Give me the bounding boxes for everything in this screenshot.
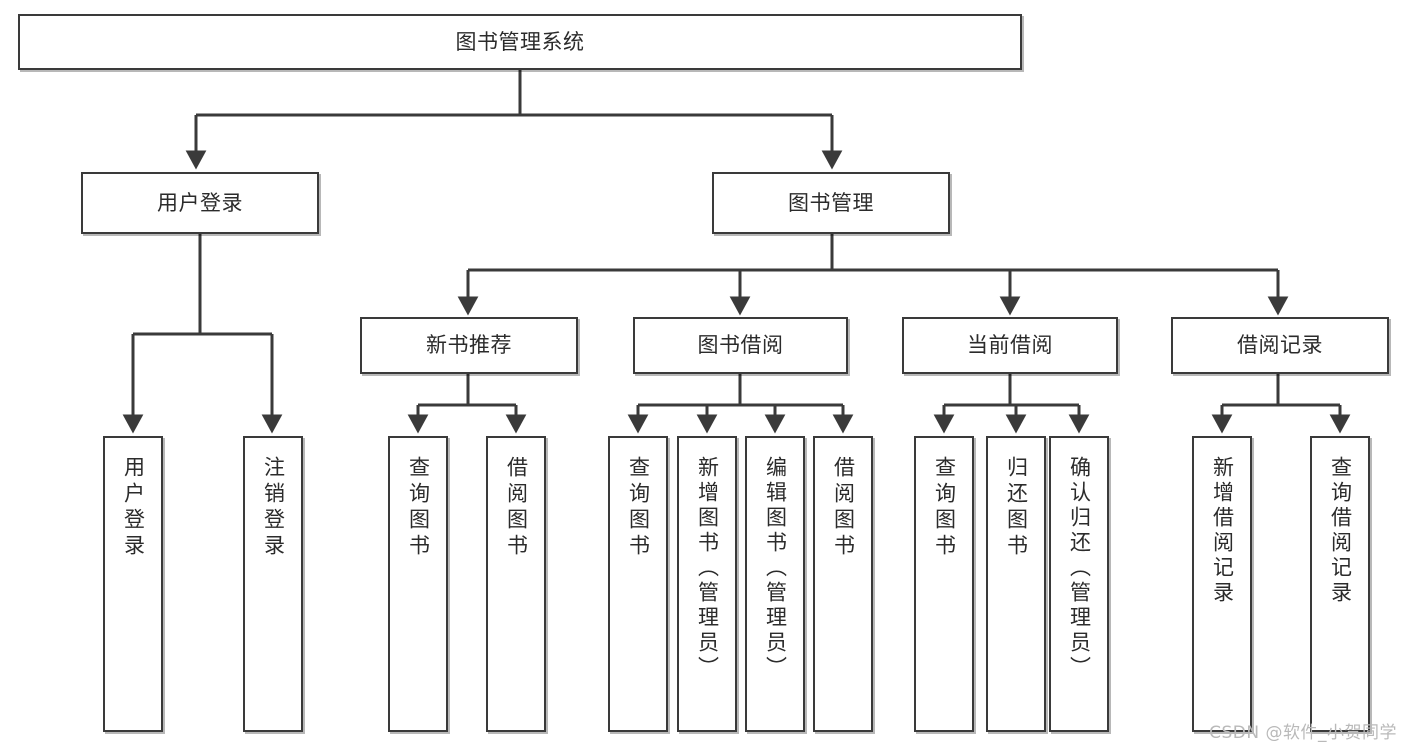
- node-leaf-user-login[interactable]: 用户登录: [103, 436, 163, 732]
- node-leaf-add-book-label: 新增图书（管理员）: [695, 456, 720, 681]
- node-leaf-query-record[interactable]: 查询借阅记录: [1310, 436, 1370, 732]
- node-leaf-borrow-book-1[interactable]: 借阅图书: [486, 436, 546, 732]
- node-leaf-return-book[interactable]: 归还图书: [986, 436, 1046, 732]
- node-leaf-borrow-book-1-label: 借阅图书: [504, 456, 529, 560]
- node-leaf-query-record-label: 查询借阅记录: [1328, 456, 1353, 606]
- node-book-manage-label: 图书管理: [788, 190, 874, 215]
- node-current-borrow[interactable]: 当前借阅: [902, 317, 1118, 374]
- node-leaf-logout-label: 注销登录: [261, 456, 286, 560]
- node-leaf-query-book-1[interactable]: 查询图书: [388, 436, 448, 732]
- node-leaf-confirm-return[interactable]: 确认归还（管理员）: [1049, 436, 1109, 732]
- node-new-book-recommend-label: 新书推荐: [426, 333, 512, 358]
- node-leaf-user-login-label: 用户登录: [121, 456, 146, 560]
- node-leaf-add-book[interactable]: 新增图书（管理员）: [677, 436, 737, 732]
- node-leaf-query-book-3[interactable]: 查询图书: [914, 436, 974, 732]
- node-current-borrow-label: 当前借阅: [967, 333, 1053, 358]
- node-leaf-add-record-label: 新增借阅记录: [1210, 456, 1235, 606]
- node-leaf-query-book-1-label: 查询图书: [406, 456, 431, 560]
- node-leaf-borrow-book-2-label: 借阅图书: [831, 456, 856, 560]
- node-leaf-query-book-3-label: 查询图书: [932, 456, 957, 560]
- node-leaf-return-book-label: 归还图书: [1004, 456, 1029, 560]
- node-leaf-borrow-book-2[interactable]: 借阅图书: [813, 436, 873, 732]
- node-new-book-recommend[interactable]: 新书推荐: [360, 317, 578, 374]
- node-root-label: 图书管理系统: [455, 29, 585, 54]
- node-user-login-label: 用户登录: [157, 190, 243, 215]
- node-leaf-query-book-2[interactable]: 查询图书: [608, 436, 668, 732]
- node-leaf-add-record[interactable]: 新增借阅记录: [1192, 436, 1252, 732]
- node-leaf-confirm-return-label: 确认归还（管理员）: [1067, 456, 1092, 681]
- node-book-manage[interactable]: 图书管理: [712, 172, 950, 234]
- node-book-borrow[interactable]: 图书借阅: [633, 317, 848, 374]
- node-leaf-edit-book[interactable]: 编辑图书（管理员）: [745, 436, 805, 732]
- node-borrow-record-label: 借阅记录: [1237, 333, 1323, 358]
- node-leaf-logout[interactable]: 注销登录: [243, 436, 303, 732]
- node-leaf-query-book-2-label: 查询图书: [626, 456, 651, 560]
- node-root[interactable]: 图书管理系统: [18, 14, 1022, 70]
- watermark: CSDN @软件_小贺同学: [1209, 723, 1397, 743]
- node-leaf-edit-book-label: 编辑图书（管理员）: [763, 456, 788, 681]
- node-borrow-record[interactable]: 借阅记录: [1171, 317, 1389, 374]
- node-book-borrow-label: 图书借阅: [697, 333, 784, 358]
- node-user-login[interactable]: 用户登录: [81, 172, 319, 234]
